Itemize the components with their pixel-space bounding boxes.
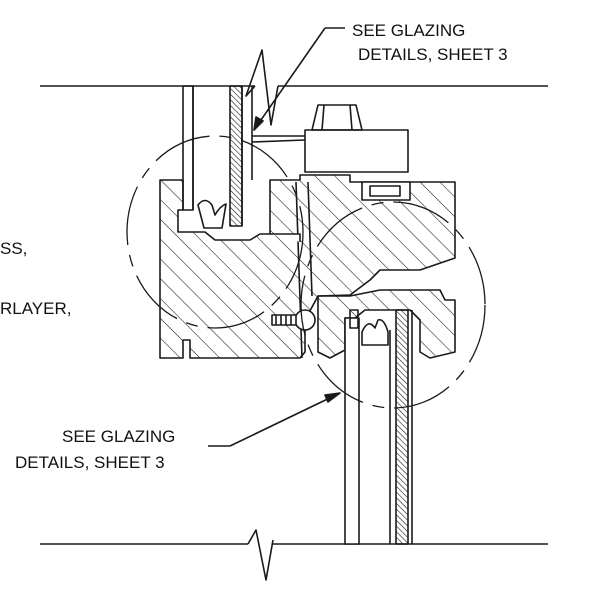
callout-circle-upper [126,135,304,329]
left-cut-text-1: SS, [0,239,28,258]
top-break-line [40,49,548,126]
upper-rail-details [270,181,411,359]
lower-gasket [361,318,389,346]
upper-glazing [182,85,253,227]
lower-sash-rail [317,289,456,359]
left-cut-text-2: RLAYER, [0,299,72,318]
upper-sash-rail [159,174,456,359]
weatherstrip [271,309,316,331]
callout-bottom-left-line1: SEE GLAZING [62,427,176,446]
callout-circle-lower [300,201,486,409]
lower-glazing [344,309,413,545]
leader-top-right [253,27,345,131]
callout-top-right-line2: DETAILS, SHEET 3 [358,45,508,64]
bottom-break-line [40,529,548,581]
callout-top-right-line1: SEE GLAZING [352,21,466,40]
leader-bottom-left [208,392,341,447]
upper-gasket [197,199,227,229]
lock-handle [251,104,409,173]
callout-bottom-left-line2: DETAILS, SHEET 3 [15,453,165,472]
